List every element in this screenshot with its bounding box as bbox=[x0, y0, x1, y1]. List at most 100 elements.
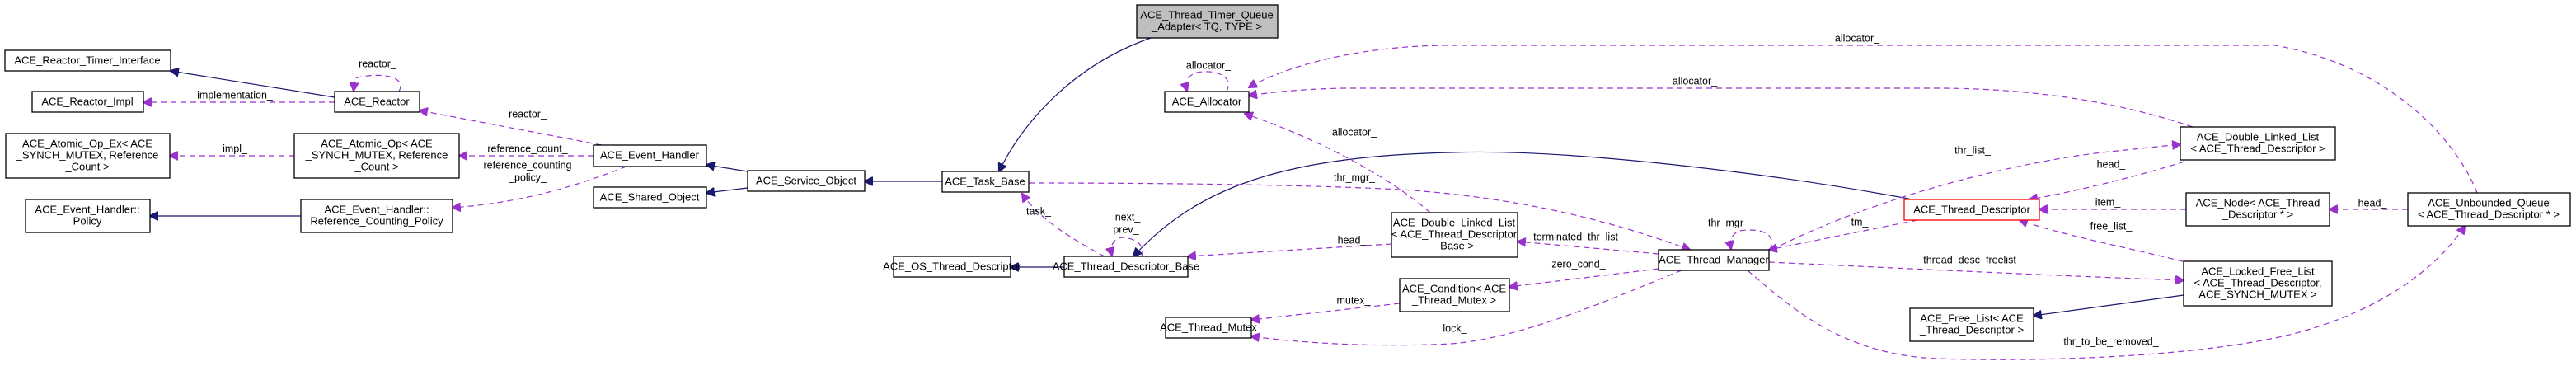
node-ace-event-handler[interactable]: ACE_Event_Handler bbox=[593, 144, 707, 167]
node-ace-allocator[interactable]: ACE_Allocator bbox=[1164, 91, 1250, 113]
node-ace-double-linked-list-descriptor-base[interactable]: ACE_Double_Linked_List < ACE_Thread_Desc… bbox=[1391, 212, 1518, 258]
node-ace-unbounded-queue[interactable]: ACE_Unbounded_Queue < ACE_Thread_Descrip… bbox=[2407, 192, 2571, 227]
node-label: ACE_SYNCH_MUTEX > bbox=[2198, 288, 2316, 300]
label-allocator-dll: allocator_ bbox=[1332, 126, 1377, 138]
label-thr-list: thr_list_ bbox=[1954, 144, 1992, 156]
node-label: ACE_Thread_Timer_Queue bbox=[1140, 8, 1273, 21]
node-ace-task-base[interactable]: ACE_Task_Base bbox=[941, 171, 1030, 193]
edge-allocator-from-dll-desc bbox=[1249, 87, 2194, 128]
node-ace-condition[interactable]: ACE_Condition< ACE _Thread_Mutex > bbox=[1399, 278, 1510, 312]
node-ace-thread-descriptor-base[interactable]: ACE_Thread_Descriptor_Base bbox=[1053, 256, 1199, 278]
edge-thread-desc-inherits-desc-base bbox=[1133, 151, 1913, 256]
node-label: ACE_Atomic_Op< ACE bbox=[321, 137, 433, 149]
node-label: ACE_Double_Linked_List bbox=[1393, 216, 1516, 228]
node-ace-thread-mutex[interactable]: ACE_Thread_Mutex bbox=[1160, 317, 1257, 339]
label-next: next_ bbox=[1115, 211, 1142, 223]
node-label: Policy bbox=[73, 214, 102, 227]
node-label: < ACE_Thread_Descriptor bbox=[1391, 228, 1518, 240]
node-label: ACE_Shared_Object bbox=[600, 190, 700, 203]
edge-reactor-self bbox=[354, 74, 401, 92]
node-label: _Adapter< TQ, TYPE > bbox=[1151, 20, 1262, 32]
edge-tm bbox=[1769, 219, 1918, 250]
node-label: Reference_Counting_Policy bbox=[310, 214, 443, 227]
node-ace-reactor-impl[interactable]: ACE_Reactor_Impl bbox=[31, 91, 144, 113]
node-label: ACE_Unbounded_Queue bbox=[2428, 196, 2549, 209]
label-head-queue: head_ bbox=[2358, 197, 2388, 209]
label-allocator-self: allocator_ bbox=[1186, 59, 1232, 71]
edge-reactor-inherits-timer-interface bbox=[171, 71, 335, 98]
node-ace-thread-descriptor[interactable]: ACE_Thread_Descriptor bbox=[1903, 199, 2040, 221]
node-ace-service-object[interactable]: ACE_Service_Object bbox=[747, 170, 866, 192]
edge-thr-list bbox=[1771, 144, 2180, 251]
node-ace-free-list[interactable]: ACE_Free_List< ACE _Thread_Descriptor > bbox=[1909, 307, 2034, 342]
edge-terminated-thr-list bbox=[1518, 242, 1659, 255]
node-label: ACE_Thread_Mutex bbox=[1160, 321, 1257, 333]
node-ace-double-linked-list-descriptor[interactable]: ACE_Double_Linked_List < ACE_Thread_Desc… bbox=[2180, 126, 2336, 161]
node-label: _SYNCH_MUTEX, Reference bbox=[305, 148, 448, 161]
label-free-list: free_list_ bbox=[2090, 220, 2133, 232]
node-ace-atomic-op[interactable]: ACE_Atomic_Op< ACE _SYNCH_MUTEX, Referen… bbox=[293, 133, 460, 179]
node-label: ACE_Task_Base bbox=[945, 175, 1025, 187]
node-ace-shared-object[interactable]: ACE_Shared_Object bbox=[593, 186, 707, 209]
edge-next-prev bbox=[1111, 237, 1143, 256]
label-thr-mgr-task: thr_mgr_ bbox=[1334, 171, 1376, 183]
node-label: ACE_Thread_Descriptor_Base bbox=[1053, 260, 1199, 272]
edge-thr-mgr-self bbox=[1730, 229, 1772, 250]
label-thr-to-be-removed: thr_to_be_removed_ bbox=[2063, 336, 2159, 347]
label-reference-counting-policy-1: reference_counting bbox=[483, 159, 571, 171]
node-label: ACE_Atomic_Op_Ex< ACE bbox=[22, 137, 152, 149]
node-ace-thread-manager[interactable]: ACE_Thread_Manager bbox=[1658, 249, 1770, 271]
node-label: _SYNCH_MUTEX, Reference bbox=[16, 148, 159, 161]
node-ace-reactor[interactable]: ACE_Reactor bbox=[334, 91, 420, 113]
label-prev: prev_ bbox=[1113, 223, 1139, 235]
node-label: _Count > bbox=[354, 160, 398, 172]
node-label: ACE_Thread_Manager bbox=[1659, 253, 1769, 265]
label-reference-counting-policy-2: _policy_ bbox=[508, 171, 547, 183]
node-ace-atomic-op-ex[interactable]: ACE_Atomic_Op_Ex< ACE _SYNCH_MUTEX, Refe… bbox=[5, 133, 171, 179]
node-label: _Thread_Mutex > bbox=[1411, 293, 1496, 306]
node-label: ACE_Event_Handler bbox=[600, 148, 700, 161]
label-thr-mgr-self: thr_mgr_ bbox=[1708, 217, 1750, 228]
edge-reactor bbox=[420, 110, 603, 146]
node-label: ACE_Free_List< ACE bbox=[1920, 312, 2024, 324]
node-label: _Count > bbox=[64, 160, 109, 172]
node-label: ACE_Double_Linked_List bbox=[2197, 130, 2320, 143]
label-allocator-top: allocator_ bbox=[1835, 32, 1880, 44]
edge-lock bbox=[1251, 270, 1682, 346]
edge-service-object-inherits-shared-object bbox=[706, 188, 748, 193]
node-ace-event-handler-policy[interactable]: ACE_Event_Handler:: Policy bbox=[25, 199, 151, 233]
label-thread-desc-freelist: thread_desc_freelist_ bbox=[1923, 254, 2023, 265]
label-zero-cond: zero_cond_ bbox=[1551, 258, 1606, 270]
node-label: ACE_Reactor_Impl bbox=[41, 95, 133, 107]
node-label: ACE_OS_Thread_Descriptor bbox=[883, 260, 1021, 272]
edge-thr-to-be-removed bbox=[1747, 226, 2465, 360]
node-label: ACE_Condition< ACE bbox=[1402, 282, 1506, 294]
edge-mutex bbox=[1251, 303, 1401, 320]
edge-service-object-inherits-event-handler bbox=[706, 165, 748, 172]
node-label: ACE_Event_Handler:: bbox=[324, 203, 429, 215]
node-label: ACE_Reactor bbox=[344, 95, 410, 107]
edge-free-list bbox=[2020, 220, 2194, 265]
label-reactor: reactor_ bbox=[509, 108, 547, 120]
node-ace-reactor-timer-interface[interactable]: ACE_Reactor_Timer_Interface bbox=[4, 49, 171, 72]
label-reactor-self: reactor_ bbox=[359, 58, 397, 69]
node-label: _Thread_Descriptor > bbox=[1919, 323, 2024, 336]
label-implementation: implementation_ bbox=[197, 89, 274, 101]
node-ace-event-handler-reference-counting-policy[interactable]: ACE_Event_Handler:: Reference_Counting_P… bbox=[300, 199, 453, 233]
node-label: ACE_Locked_Free_List bbox=[2201, 265, 2315, 277]
node-ace-thread-timer-queue-adapter[interactable]: ACE_Thread_Timer_Queue _Adapter< TQ, TYP… bbox=[1136, 4, 1279, 39]
node-label: ACE_Service_Object bbox=[756, 174, 856, 186]
node-ace-locked-free-list[interactable]: ACE_Locked_Free_List < ACE_Thread_Descri… bbox=[2183, 260, 2333, 307]
node-label: < ACE_Thread_Descriptor, bbox=[2194, 276, 2322, 289]
node-label: < ACE_Thread_Descriptor * > bbox=[2418, 208, 2560, 220]
node-ace-node[interactable]: ACE_Node< ACE_Thread _Descriptor * > bbox=[2185, 192, 2330, 227]
edge-adapter-inherits-task-base bbox=[999, 37, 1152, 171]
label-head-desc: head_ bbox=[2097, 158, 2127, 170]
node-ace-os-thread-descriptor[interactable]: ACE_OS_Thread_Descriptor bbox=[883, 256, 1021, 278]
edge-allocator-from-unbounded-queue bbox=[1249, 45, 2478, 194]
label-lock: lock_ bbox=[1443, 322, 1467, 334]
edge-allocator-from-dll-base bbox=[1245, 114, 1431, 214]
node-label: ACE_Event_Handler:: bbox=[35, 203, 139, 215]
edge-thr-mgr-task bbox=[1028, 182, 1690, 250]
